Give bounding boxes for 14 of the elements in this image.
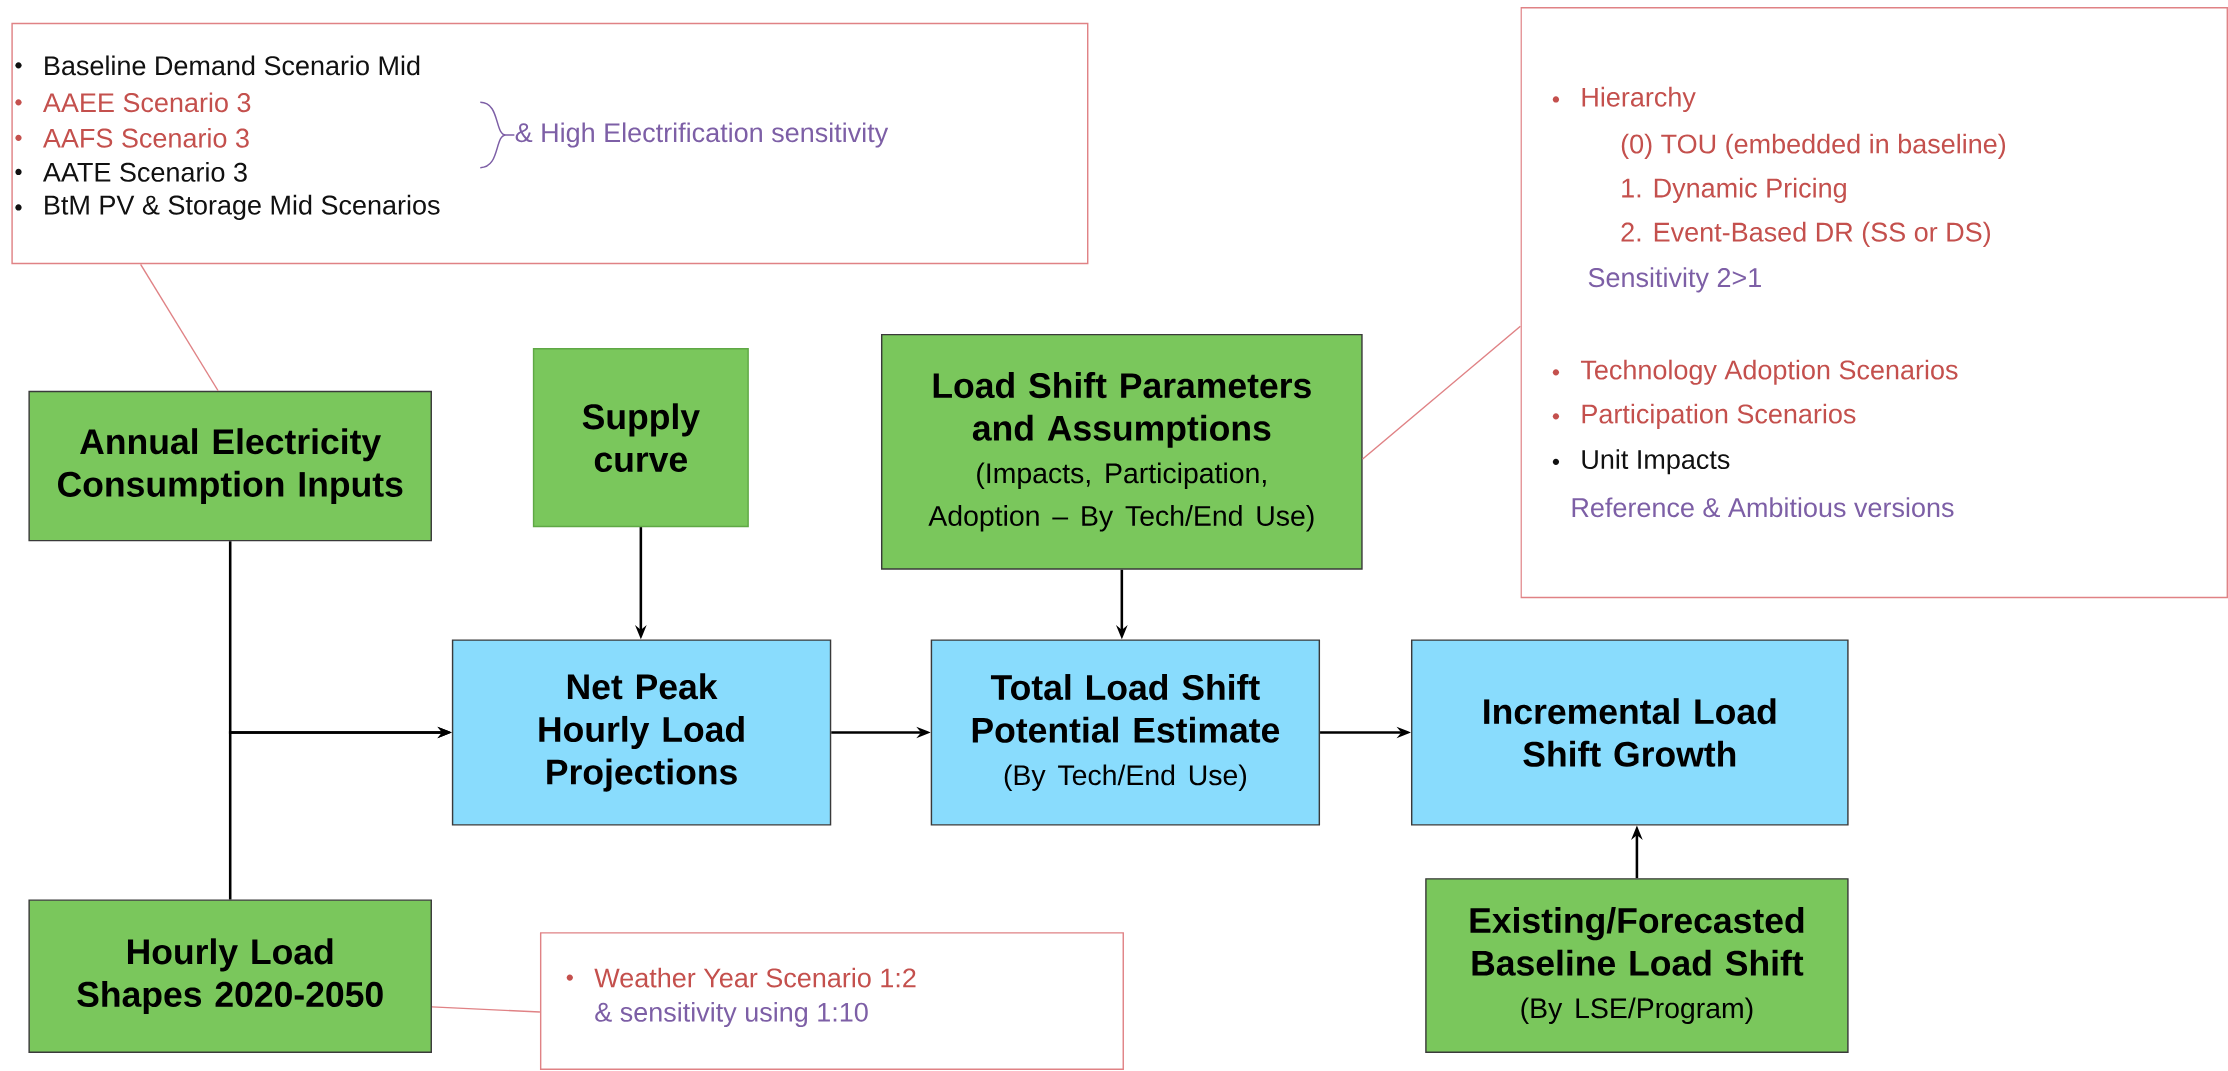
input-box: Load Shift Parameters and Assumptions (Impacts, Participation, Adoption – By Tech/End Use) — [881, 333, 1363, 570]
leader-line — [1361, 325, 1522, 460]
process-box: Total Load Shift Potential Estimate (By Tech/End Use) — [930, 639, 1321, 826]
callout-box: Hierarchy (0) TOU (embedded in baseline) 1. Dynamic Pricing 2. Event-Based DR (SS or DS) Sensitivity 2>1 Technology Adoption Scenarios Participation Scenarios Unit Impacts Reference & Ambitious versions — [1520, 6, 2228, 599]
callout-box: Weather Year Scenario 1:2 & sensitivity using 1:10 — [539, 931, 1124, 1070]
callout-box: Baseline Demand Scenario Mid AAEE Scenario 3 AAFS Scenario 3 AATE Scenario 3 BtM PV & Storage Mid Scenarios & High Electrification sensitivity — [11, 22, 1089, 265]
input-box: Existing/Forecasted Baseline Load Shift (By LSE/Program) — [1425, 877, 1849, 1053]
leader-line — [431, 1006, 541, 1013]
input-box: Annual Electricity Consumption Inputs — [28, 390, 432, 542]
leader-line — [139, 263, 219, 392]
process-box: Incremental Load Shift Growth — [1411, 639, 1849, 826]
process-box: Net Peak Hourly Load Projections — [451, 639, 832, 826]
input-box: Supply curve — [532, 347, 749, 527]
input-box: Hourly Load Shapes 2020-2050 — [28, 899, 432, 1053]
